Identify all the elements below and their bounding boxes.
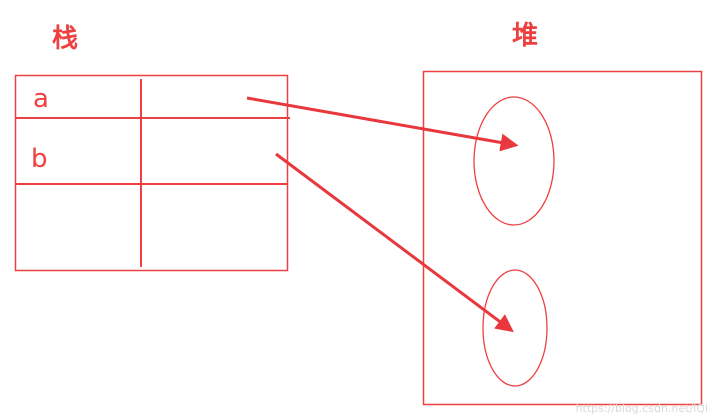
arrow-a-to-heap-object-1 [246,96,519,152]
stack-table [14,74,290,272]
stack-table-border [14,74,289,272]
heap-object-2 [482,269,548,387]
heap-title: 堆 [512,21,538,51]
heap-object-1 [473,96,555,226]
stack-title: 栈 [52,24,78,54]
arrow-b-to-heap-object-2 [275,152,514,333]
watermark: https://blog.csdn.net/lQi [575,402,708,415]
heap-box [422,70,703,406]
stack-var-b: b [31,144,48,174]
stack-var-a: a [33,84,49,114]
